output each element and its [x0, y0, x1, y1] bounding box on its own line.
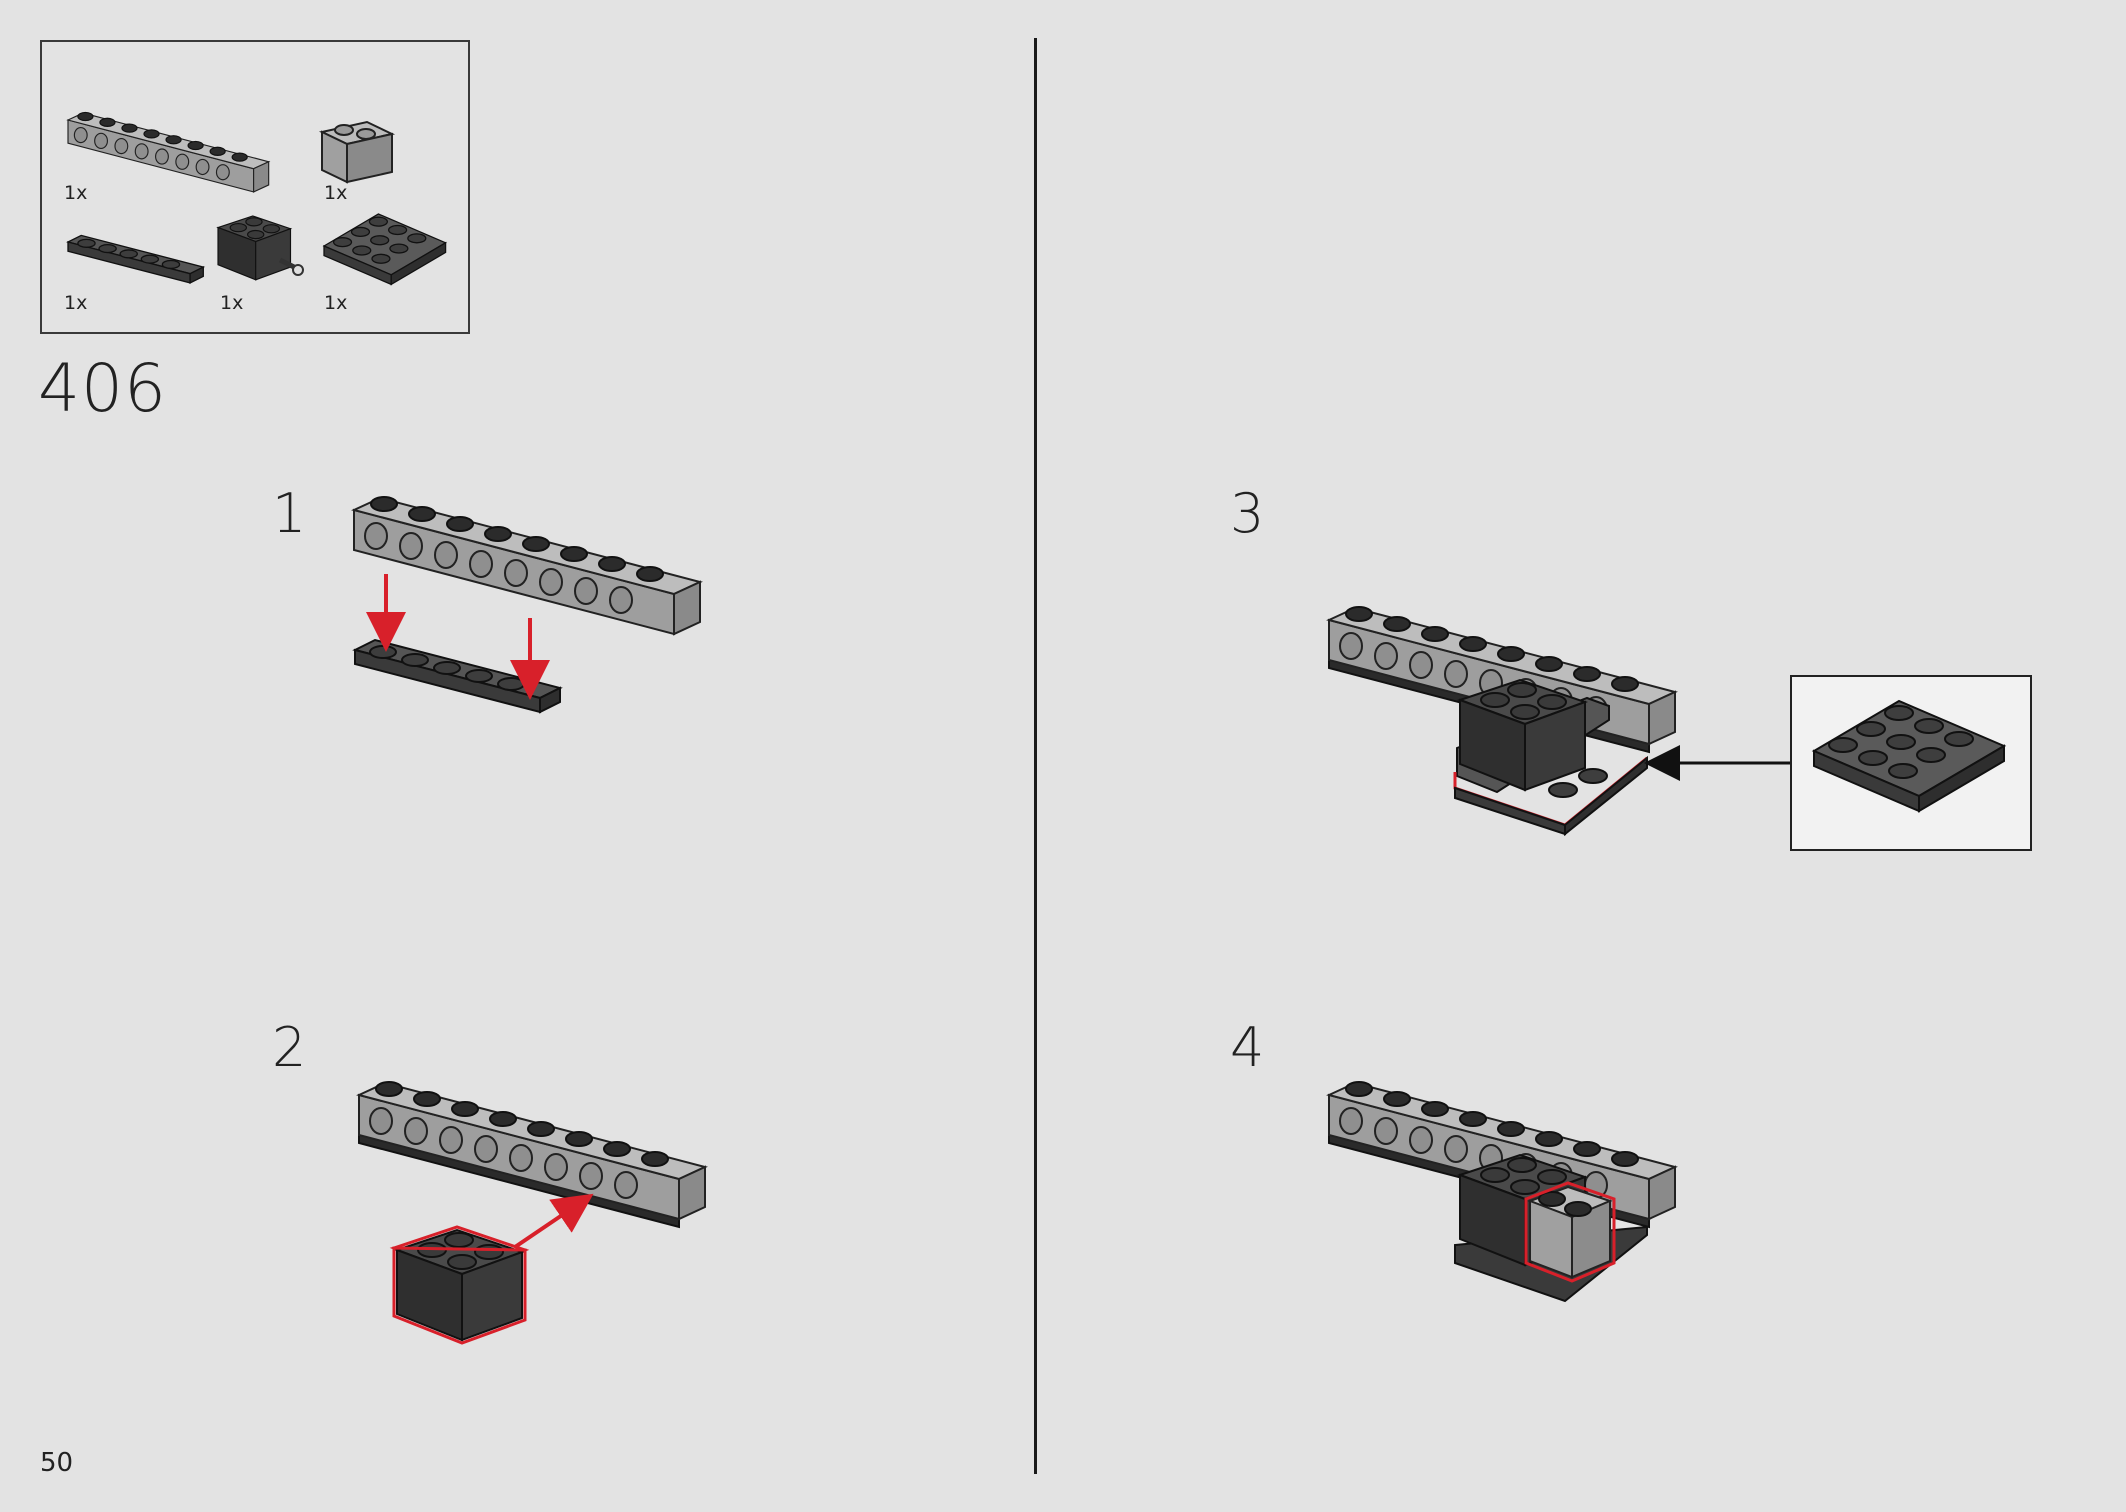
- part-brick-1x2-icon: [318, 120, 396, 184]
- part-qty: 1x: [64, 182, 88, 204]
- substep-label: 4: [1230, 1016, 1265, 1079]
- substep-label: 3: [1230, 482, 1265, 545]
- callout-arrow-icon: [1644, 745, 1790, 781]
- substep-1-illustration: [353, 496, 701, 713]
- part-plate-1x6-icon: [67, 234, 204, 284]
- substep-4-illustration: [1328, 1081, 1676, 1303]
- substep-3-illustration: [1328, 606, 1676, 837]
- substep-label: 2: [272, 1016, 307, 1079]
- part-brick-with-pin-icon: [217, 215, 304, 281]
- page-number: 50: [40, 1448, 74, 1478]
- part-qty: 1x: [220, 292, 244, 314]
- substep-label: 1: [272, 482, 307, 545]
- parts-list-box: 1x 1x 1x 1x 1x: [40, 40, 470, 334]
- red-arrow-icon: [513, 1193, 594, 1249]
- callout-box: [1790, 675, 2032, 851]
- part-qty: 1x: [64, 292, 88, 314]
- callout-plate-3x3-icon: [1813, 700, 2005, 812]
- substep-2-illustration: [358, 1081, 706, 1345]
- part-qty: 1x: [324, 182, 348, 204]
- part-qty: 1x: [324, 292, 348, 314]
- part-plate-3x3-icon: [323, 213, 447, 286]
- step-number: 406: [38, 350, 167, 427]
- page-divider: [1034, 38, 1037, 1474]
- part-technic-beam-icon: [67, 111, 270, 193]
